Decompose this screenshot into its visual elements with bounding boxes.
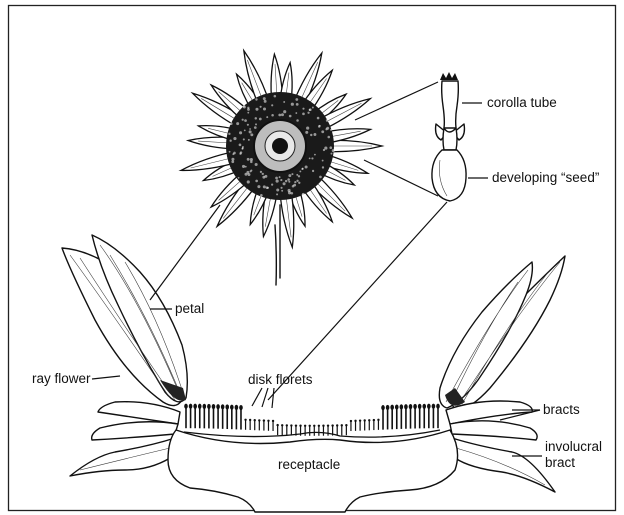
corolla-tube-shape: [442, 81, 459, 128]
disk-floret: [304, 425, 306, 436]
disk-floret: [400, 404, 404, 429]
disk-floret: [258, 419, 260, 430]
disk-floret: [318, 425, 320, 436]
disk-floret: [193, 404, 197, 429]
disk-floret: [281, 424, 283, 435]
disk-floret: [373, 419, 375, 430]
disk-floret: [422, 404, 426, 429]
disk-floret: [336, 424, 338, 435]
disk-floret: [413, 404, 417, 429]
disk-floret: [239, 405, 243, 430]
disk-floret: [198, 404, 202, 429]
disk-floret-detail: [432, 72, 466, 201]
disk-floret: [313, 425, 315, 436]
leader-disk-florets-1: [252, 388, 262, 406]
disk-floret: [290, 424, 292, 435]
leader-petal-link: [150, 205, 220, 300]
disk-floret: [230, 405, 234, 430]
floret-tip: [440, 72, 458, 80]
sunflower-head: [181, 51, 382, 285]
label-ray-flower: ray flower: [32, 371, 91, 386]
disk-floret: [212, 404, 216, 429]
disk-floret: [436, 404, 440, 429]
leader-head-to-floret-bottom: [364, 160, 438, 196]
disk-floret: [244, 419, 246, 430]
disk-floret: [377, 419, 379, 430]
disk-floret: [345, 424, 347, 435]
sunflower-stem-edge: [275, 225, 276, 285]
disk-floret: [354, 420, 356, 431]
disk-floret: [267, 420, 269, 431]
disk-floret: [216, 404, 220, 429]
disk-floret: [404, 404, 408, 429]
disk-floret: [386, 405, 390, 430]
involucral-bract-left: [70, 438, 175, 476]
bract-left-2: [92, 422, 178, 440]
label-bract: bract: [545, 455, 575, 470]
leader-seed-to-disk: [268, 202, 447, 400]
disk-floret: [184, 404, 188, 429]
label-involucral: involucral: [545, 439, 602, 454]
leader-disk-florets-3: [272, 388, 274, 408]
disk-floret: [432, 404, 436, 429]
disk-floret: [350, 420, 352, 431]
disk-floret: [368, 419, 370, 430]
disk-floret: [395, 404, 399, 429]
floret-neck: [443, 128, 457, 150]
disk-floret: [286, 424, 288, 435]
disk-floret: [276, 424, 278, 435]
sunflower-disk-center: [272, 138, 288, 154]
disk-floret: [418, 404, 422, 429]
label-receptacle: receptacle: [278, 457, 340, 472]
disk-floret: [225, 404, 229, 429]
disk-floret: [427, 404, 431, 429]
label-developing-seed: developing “seed”: [492, 170, 599, 185]
developing-seed-shape: [432, 150, 466, 201]
disk-floret: [341, 424, 343, 435]
disk-floret: [309, 425, 311, 436]
disk-floret: [221, 404, 225, 429]
leader-disk-florets-2: [262, 388, 268, 407]
label-disk-florets: disk florets: [248, 372, 313, 387]
disk-floret: [189, 404, 193, 429]
disk-floret: [363, 419, 365, 430]
disk-floret: [409, 404, 413, 429]
disk-floret: [359, 419, 361, 430]
disk-floret: [272, 420, 274, 431]
disk-floret: [235, 405, 239, 430]
disk-floret: [381, 405, 385, 430]
disk-floret: [263, 419, 265, 430]
involucral-bract-right: [452, 438, 555, 492]
label-petal: petal: [175, 301, 204, 316]
bract-right-2: [450, 421, 537, 440]
disk-floret: [203, 404, 207, 429]
disk-floret: [254, 419, 256, 430]
disk-floret: [322, 425, 324, 436]
leader-ray-flower: [92, 376, 120, 379]
disk-floret: [207, 404, 211, 429]
disk-florets-row: [184, 404, 440, 438]
label-bracts: bracts: [543, 402, 580, 417]
disk-floret: [249, 419, 251, 430]
label-corolla-tube: corolla tube: [487, 95, 557, 110]
disk-floret: [390, 405, 394, 430]
